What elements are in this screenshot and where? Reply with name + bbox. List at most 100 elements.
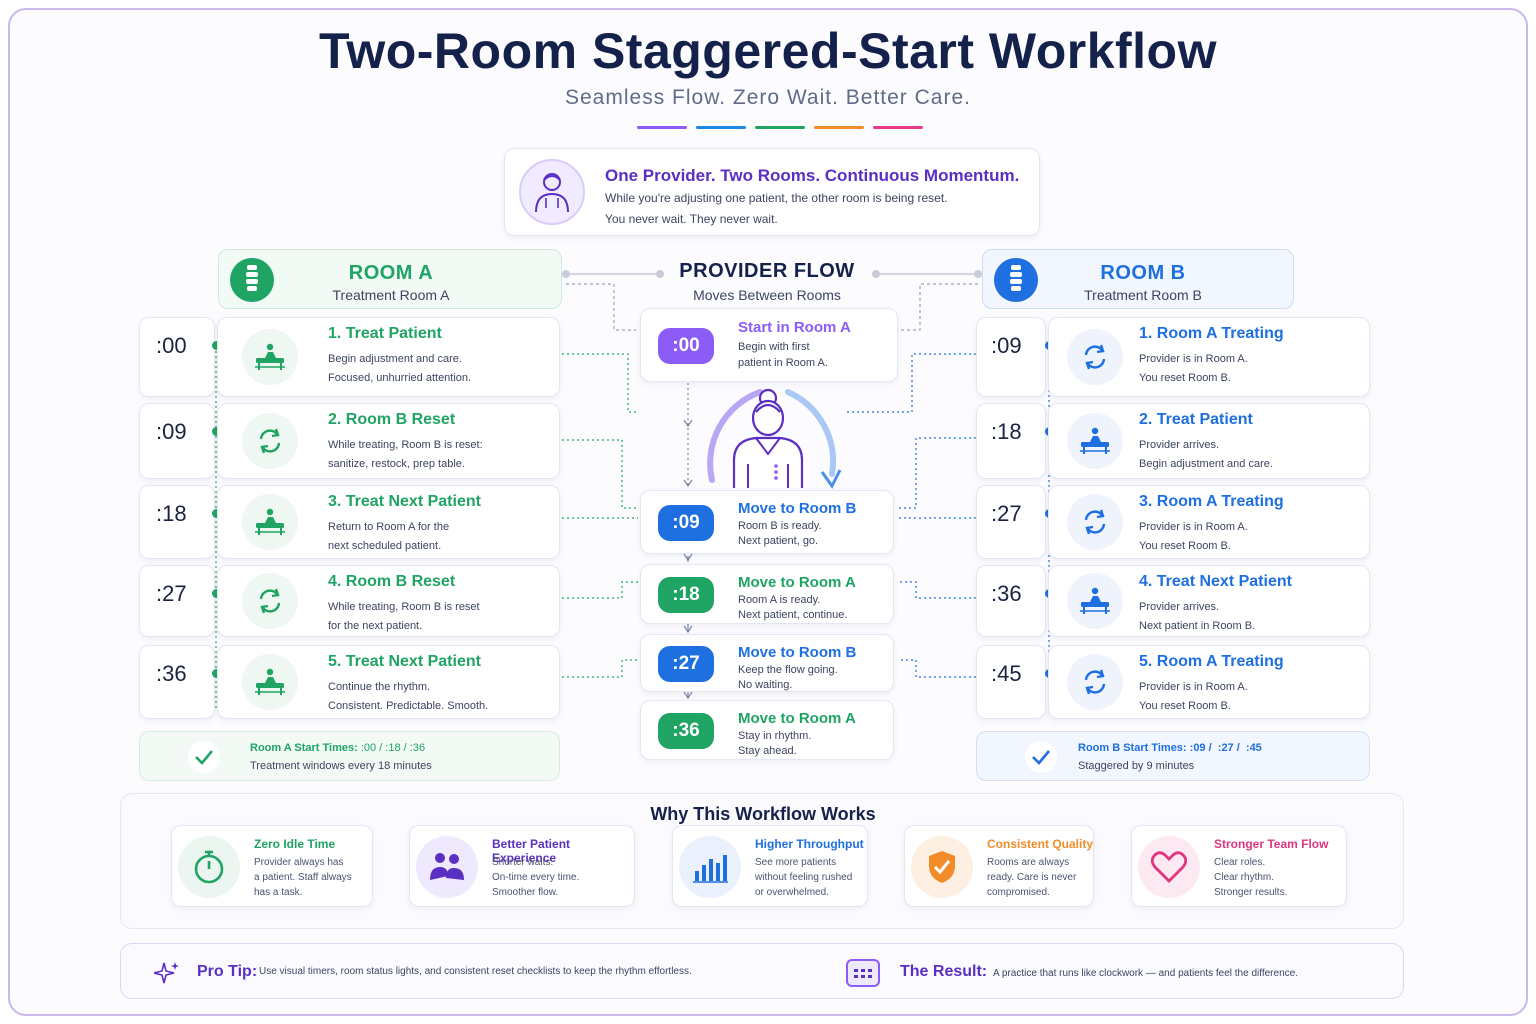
room-a-title: ROOM A bbox=[348, 262, 434, 284]
why-card-line: ready. Care is never bbox=[987, 872, 1077, 883]
check-icon bbox=[188, 741, 220, 773]
room-b-summary: Room B Start Times: :09 / :27 / :45 Stag… bbox=[976, 731, 1370, 781]
step-time: :36 bbox=[156, 661, 187, 686]
people-icon bbox=[416, 836, 478, 898]
table-icon bbox=[242, 494, 298, 550]
step-line-1: While treating, Room B is reset bbox=[328, 601, 480, 613]
time-cell bbox=[976, 485, 1046, 559]
accent-bar-blue bbox=[696, 126, 746, 129]
why-card-line: Stronger results. bbox=[1214, 887, 1288, 898]
why-card-line: See more patients bbox=[755, 857, 837, 868]
step-title: 1. Treat Patient bbox=[328, 325, 442, 342]
step-line-2: You reset Room B. bbox=[1139, 700, 1231, 712]
room-a-header: ROOM A Treatment Room A bbox=[218, 249, 562, 309]
why-card-line: On-time every time. bbox=[492, 872, 580, 883]
step-time: :27 bbox=[156, 581, 187, 606]
why-card-line: has a task. bbox=[254, 887, 303, 898]
why-card-line: Smoother flow. bbox=[492, 887, 559, 898]
accent-bar-pink bbox=[873, 126, 923, 129]
why-card-line: a patient. Staff always bbox=[254, 872, 352, 883]
step-time: :45 bbox=[991, 661, 1022, 686]
refresh-icon bbox=[242, 413, 298, 469]
room-a-summary: Room A Start Times: :00 / :18 / :36 Trea… bbox=[139, 731, 560, 781]
timeline-dot bbox=[212, 669, 221, 678]
flow-step-title: Move to Room A bbox=[738, 574, 856, 591]
time-cell bbox=[976, 403, 1046, 479]
why-card-line: Provider always has bbox=[254, 857, 344, 868]
step-time: :36 bbox=[991, 581, 1022, 606]
room-a-subtitle: Treatment Room A bbox=[332, 287, 450, 303]
room-a-summary-label: Room A Start Times: bbox=[250, 742, 358, 754]
step-title: 2. Room B Reset bbox=[328, 411, 456, 428]
step-time: :00 bbox=[156, 333, 187, 358]
why-card-title: Zero Idle Time bbox=[254, 837, 336, 851]
accent-bar-orange bbox=[814, 126, 864, 129]
flow-step-line-1: Room A is ready. bbox=[738, 594, 821, 606]
accent-bar-green bbox=[755, 126, 805, 129]
step-line-2: Consistent. Predictable. Smooth. bbox=[328, 700, 489, 712]
flow-step-title: Move to Room B bbox=[738, 500, 857, 517]
step-title: 4. Treat Next Patient bbox=[1139, 573, 1292, 590]
time-cell bbox=[976, 645, 1046, 719]
room-b-title: ROOM B bbox=[1100, 262, 1186, 284]
provider-figure-icon bbox=[726, 384, 810, 488]
spine-icon bbox=[994, 258, 1038, 302]
why-card-line: Rooms are always bbox=[987, 857, 1070, 868]
step-line-2: Begin adjustment and care. bbox=[1139, 458, 1273, 470]
accent-bar-purple bbox=[637, 126, 687, 129]
time-cell bbox=[976, 565, 1046, 637]
intro-card: One Provider. Two Rooms. Continuous Mome… bbox=[504, 148, 1040, 236]
why-card-line: or overwhelmed. bbox=[755, 887, 829, 898]
intro-line-1: While you're adjusting one patient, the … bbox=[605, 191, 948, 205]
step-title: 1. Room A Treating bbox=[1139, 325, 1284, 342]
flow-step-line-1: Stay in rhythm. bbox=[738, 730, 812, 742]
calendar-icon bbox=[846, 959, 880, 987]
step-line-2: for the next patient. bbox=[328, 620, 423, 632]
time-pill: :00 bbox=[658, 328, 714, 364]
flow-step-line-2: No waiting. bbox=[738, 679, 793, 691]
step-time: :27 bbox=[991, 501, 1022, 526]
time-cell bbox=[976, 317, 1046, 397]
table-icon bbox=[1067, 573, 1123, 629]
step-title: 5. Room A Treating bbox=[1139, 653, 1284, 670]
why-card-line: Clear rhythm. bbox=[1214, 872, 1275, 883]
step-line-1: Begin adjustment and care. bbox=[328, 353, 462, 365]
room-b-subtitle: Treatment Room B bbox=[1084, 287, 1202, 303]
step-title: 5. Treat Next Patient bbox=[328, 653, 481, 670]
check-icon bbox=[1025, 741, 1057, 773]
why-card-line: without feeling rushed bbox=[755, 872, 853, 883]
why-card-line: Shorter waits. bbox=[492, 857, 554, 868]
result-label: The Result: bbox=[900, 963, 988, 980]
step-line-2: Next patient in Room B. bbox=[1139, 620, 1256, 632]
intro-line-2: You never wait. They never wait. bbox=[605, 212, 778, 226]
step-line-2: You reset Room B. bbox=[1139, 372, 1231, 384]
why-card-line: compromised. bbox=[987, 887, 1050, 898]
step-line-1: Return to Room A for the bbox=[328, 521, 450, 533]
step-line-1: Provider is in Room A. bbox=[1139, 521, 1248, 533]
flow-step-line-2: Next patient, continue. bbox=[738, 609, 848, 621]
room-a-summary-times: :00 / :18 / :36 bbox=[360, 742, 426, 754]
spine-icon bbox=[230, 258, 274, 302]
step-title: 2. Treat Patient bbox=[1139, 411, 1253, 428]
step-time: :18 bbox=[156, 501, 187, 526]
why-card-line: Clear roles. bbox=[1214, 857, 1266, 868]
table-icon bbox=[1067, 413, 1123, 469]
timeline-dot bbox=[212, 589, 221, 598]
step-time: :09 bbox=[991, 333, 1022, 358]
time-cell bbox=[139, 485, 215, 559]
step-line-1: Provider arrives. bbox=[1139, 439, 1220, 451]
page-subtitle: Seamless Flow. Zero Wait. Better Care. bbox=[564, 86, 971, 109]
room-b-summary-times: :09 / :27 / :45 bbox=[1189, 742, 1262, 754]
step-title: 4. Room B Reset bbox=[328, 573, 456, 590]
